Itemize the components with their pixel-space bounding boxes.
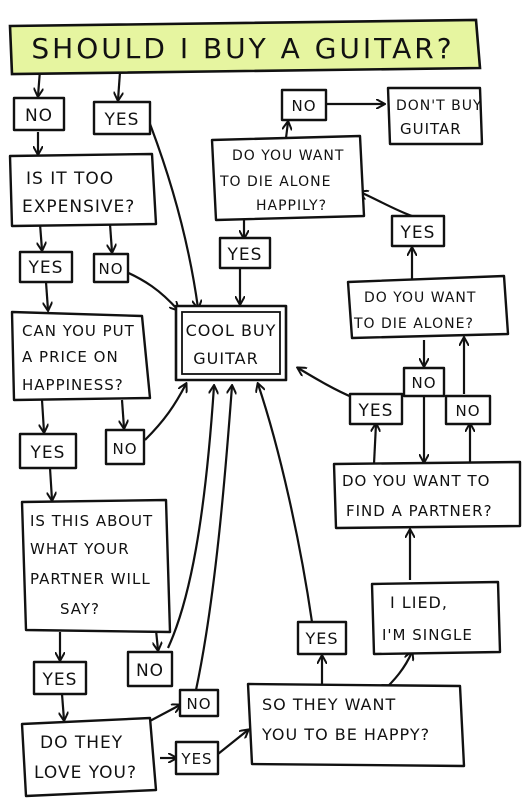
arrow-no5-to-cool — [194, 386, 232, 691]
find-partner-line-1: DO YOU WANT TO — [342, 472, 490, 490]
node-yes-6-label: YES — [227, 245, 263, 265]
node-lied-single: I LIED, I'M SINGLE — [370, 580, 502, 656]
node-yes-1: YES — [92, 100, 152, 136]
node-love-you: DO THEY LOVE YOU? — [20, 716, 158, 798]
node-no-7-label: NO — [411, 374, 436, 392]
partner-line-4: SAY? — [60, 600, 100, 618]
lied-line-1: I LIED, — [390, 593, 448, 612]
cool-buy-line-1: COOL BUY — [186, 321, 277, 340]
arrow-die-happily-to-no — [286, 122, 288, 139]
arrow-yes-to-happy — [217, 730, 248, 755]
node-too-expensive: IS IT TOO EXPENSIVE? — [8, 152, 158, 228]
arrow-expensive-to-no — [110, 223, 112, 252]
node-want-happy: SO THEY WANT YOU TO BE HAPPY? — [246, 682, 466, 768]
arrow-yes7-to-die-happily — [360, 192, 413, 218]
node-no-5: NO — [178, 688, 220, 718]
node-no-5-label: NO — [186, 695, 211, 713]
die-happily-line-3: HAPPILY? — [256, 198, 327, 214]
dont-buy-line-1: DON'T BUY — [396, 98, 483, 114]
node-yes-8: YES — [348, 392, 404, 426]
node-no-4-label: NO — [136, 661, 164, 681]
arrow-love-to-no — [147, 705, 180, 723]
partner-line-1: IS THIS ABOUT — [30, 512, 153, 530]
arrow-no4-to-cool — [166, 386, 214, 649]
node-yes-8-label: YES — [358, 401, 394, 421]
node-yes-3-label: YES — [30, 443, 66, 463]
node-yes-5: YES — [174, 740, 220, 776]
arrow-no2-to-cool — [121, 268, 178, 310]
node-no-2-label: NO — [98, 260, 123, 278]
arrow-yes-to-partner — [50, 467, 52, 500]
arrow-expensive-to-yes — [40, 223, 42, 250]
arrow-price-to-yes — [42, 399, 44, 432]
arrow-no3-to-cool — [144, 384, 186, 441]
node-no-8-label: NO — [455, 402, 480, 420]
node-die-alone: DO YOU WANT TO DIE ALONE? — [346, 274, 510, 340]
arrow-price-to-no — [122, 399, 124, 428]
partner-line-3: PARTNER WILL — [30, 570, 151, 588]
price-line-2: A PRICE ON — [22, 348, 119, 366]
node-cool-buy-guitar: COOL BUY GUITAR — [174, 304, 288, 382]
arrow-find-to-yes8 — [374, 424, 376, 465]
arrow-title-to-yes — [118, 71, 120, 100]
node-yes-5-label: YES — [180, 750, 212, 768]
node-yes-9: YES — [296, 620, 348, 656]
node-no-1: NO — [12, 96, 66, 132]
price-line-3: HAPPINESS? — [22, 376, 124, 394]
connector-arrows — [38, 69, 470, 758]
node-die-alone-happily: DO YOU WANT TO DIE ALONE HAPPILY? — [210, 134, 366, 222]
title-node: SHOULD I BUY A GUITAR? — [8, 18, 482, 76]
node-yes-4: YES — [32, 660, 88, 696]
page-title: SHOULD I BUY A GUITAR? — [31, 32, 454, 65]
node-yes-3: YES — [18, 432, 78, 470]
arrow-yes-to-love — [62, 693, 64, 720]
die-alone-line-1: DO YOU WANT — [364, 290, 476, 306]
want-happy-line-1: SO THEY WANT — [262, 695, 396, 714]
node-partner-say: IS THIS ABOUT WHAT YOUR PARTNER WILL SAY… — [20, 498, 172, 634]
arrow-yes1-to-cool — [148, 123, 198, 308]
die-happily-line-1: DO YOU WANT — [232, 148, 344, 164]
node-no-7: NO — [402, 366, 446, 398]
node-find-partner: DO YOU WANT TO FIND A PARTNER? — [332, 460, 522, 530]
node-yes-2: YES — [18, 250, 74, 284]
lied-line-2: I'M SINGLE — [382, 626, 473, 644]
partner-line-2: WHAT YOUR — [30, 540, 130, 558]
want-happy-line-2: YOU TO BE HAPPY? — [261, 725, 430, 744]
title-box — [8, 18, 482, 76]
node-no-1-label: NO — [25, 106, 53, 126]
arrow-yes-to-price — [46, 281, 48, 310]
die-happily-line-2: TO DIE ALONE — [219, 174, 331, 190]
node-yes-9-label: YES — [304, 629, 338, 648]
dont-buy-line-2: GUITAR — [400, 120, 462, 138]
node-yes-7: YES — [390, 214, 446, 248]
node-no-6: NO — [280, 88, 328, 122]
node-price-happiness: CAN YOU PUT A PRICE ON HAPPINESS? — [10, 310, 152, 402]
node-yes-7-label: YES — [400, 223, 436, 243]
node-no-3: NO — [104, 428, 146, 466]
node-yes-6: YES — [218, 236, 272, 270]
too-expensive-line-2: EXPENSIVE? — [22, 197, 135, 217]
arrow-yes8-to-cool — [298, 368, 355, 400]
node-no-3-label: NO — [112, 440, 137, 458]
too-expensive-line-1: IS IT TOO — [26, 169, 114, 189]
node-no-6-label: NO — [291, 97, 316, 115]
love-line-1: DO THEY — [40, 733, 123, 753]
node-no-2: NO — [92, 252, 130, 284]
price-line-1: CAN YOU PUT — [22, 322, 135, 340]
cool-buy-line-2: GUITAR — [193, 349, 258, 368]
node-dont-buy-guitar: DON'T BUY GUITAR — [386, 86, 484, 146]
node-no-4: NO — [126, 650, 174, 688]
arrow-yes9-to-cool — [258, 384, 314, 623]
love-line-2: LOVE YOU? — [34, 763, 137, 783]
node-yes-2-label: YES — [28, 258, 64, 278]
node-yes-4-label: YES — [42, 670, 78, 690]
node-yes-1-label: YES — [104, 110, 140, 130]
die-alone-line-2: TO DIE ALONE? — [353, 316, 474, 332]
node-no-8: NO — [444, 394, 492, 426]
find-partner-line-2: FIND A PARTNER? — [346, 502, 493, 520]
